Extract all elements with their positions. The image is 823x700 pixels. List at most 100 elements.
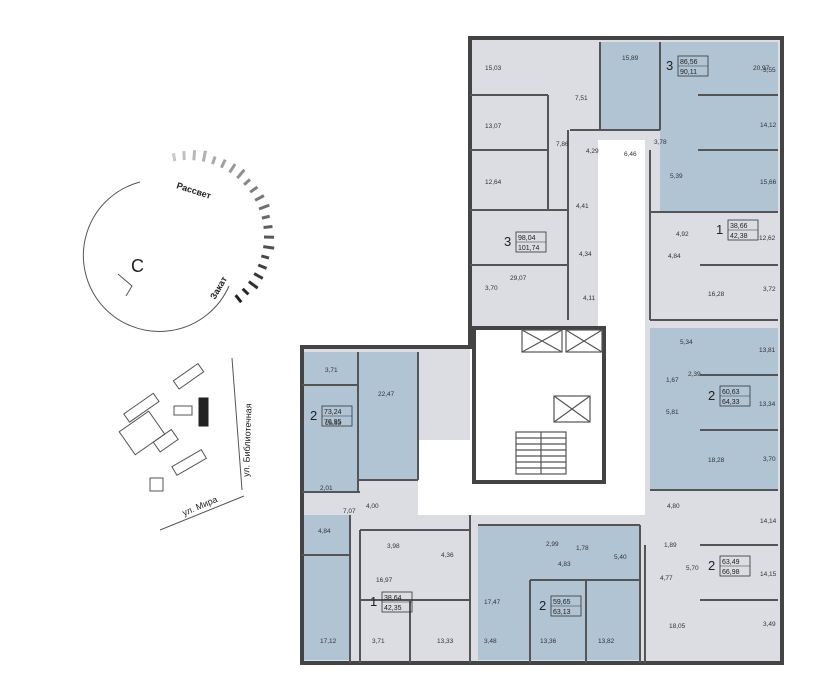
sun-tick [253, 272, 264, 280]
interior-walls [302, 42, 778, 663]
apartment-label: 2 59,65 63,13 [539, 595, 582, 617]
core-details [515, 329, 603, 475]
room-area-label: 13,34 [759, 401, 776, 408]
room-area-label: 3,78 [654, 139, 667, 146]
sun-tick [263, 245, 275, 250]
apt-blue-e [302, 352, 358, 492]
apartment-area-living: 98,04 [518, 235, 536, 242]
sun-tick [192, 150, 197, 161]
room-area-label: 4,41 [576, 203, 589, 210]
room-area-label: 1,67 [666, 377, 679, 384]
apartment-area-total: 76,95 [324, 419, 342, 426]
apartment-area-living: 73,24 [324, 409, 342, 416]
building-2 [123, 392, 160, 423]
room-area-label: 4,83 [558, 561, 571, 568]
room-area-label: 3,71 [372, 638, 385, 645]
room-area-label: 14,15 [760, 571, 777, 578]
room-area-label: 7,07 [343, 508, 356, 515]
room-area-label: 4,34 [579, 251, 592, 258]
room-area-label: 3,55 [763, 67, 776, 74]
room-area-label: 12,64 [485, 179, 502, 186]
room-area-label: 3,70 [763, 456, 776, 463]
room-area-label: 18,05 [669, 623, 686, 630]
building-1 [172, 362, 205, 390]
sunset-label: Закат [208, 274, 229, 301]
sunrise-label: Рассвет [175, 180, 213, 201]
room-area-label: 4,00 [366, 503, 379, 510]
apt-blue-g [478, 525, 640, 660]
apt-blue-a [600, 42, 660, 130]
stair-elevator-core [472, 326, 606, 484]
north-pointer [117, 273, 133, 297]
apartment-area-total: 63,13 [553, 609, 571, 616]
room-area-label: 4,92 [676, 231, 689, 238]
sun-tick [247, 280, 259, 290]
compass-arc [82, 181, 230, 332]
building-5 [173, 405, 193, 416]
room-area-label: 4,11 [583, 295, 596, 302]
current-building [198, 397, 209, 427]
apartment-area-living: 59,65 [553, 599, 571, 606]
room-area-label: 2,99 [546, 541, 559, 548]
apartment-rooms: 1 [716, 222, 723, 237]
room-area-label: 22,47 [378, 391, 395, 398]
room-area-label: 5,40 [614, 554, 627, 561]
sun-tick [243, 178, 252, 186]
building [300, 36, 784, 665]
room-area-label: 4,29 [586, 148, 599, 155]
room-area-label: 13,36 [540, 638, 557, 645]
room-area-label: 17,47 [484, 599, 501, 606]
room-area-label: 13,81 [759, 347, 776, 354]
building-4 [152, 428, 179, 453]
sun-tick [249, 185, 259, 194]
sun-tick [260, 254, 270, 260]
sun-tick [201, 150, 207, 162]
apartment-rooms: 2 [708, 388, 715, 403]
apartment-area-total: 90,11 [680, 69, 697, 76]
building-7 [149, 477, 164, 492]
street-line-bibliotechnaya [231, 357, 243, 491]
apt-blue-b [660, 42, 778, 212]
apartment-area-total: 42,35 [384, 605, 402, 612]
apt-blue-f [302, 515, 350, 660]
room-area-label: 1,89 [664, 542, 677, 549]
room-area-label: 13,07 [485, 123, 502, 130]
sun-tick [263, 225, 273, 230]
room-area-label: 4,84 [318, 528, 331, 535]
elevator-1 [521, 329, 563, 353]
sun-tick [254, 194, 265, 202]
sun-tick [236, 168, 246, 180]
room-area-label: 3,49 [763, 621, 776, 628]
room-area-label: 15,89 [622, 55, 639, 62]
room-area-label: 17,12 [320, 638, 337, 645]
room-area-label: 6,46 [624, 151, 637, 158]
apartment-rooms: 1 [370, 594, 377, 609]
room-area-label: 4,84 [668, 253, 681, 260]
room-area-label: 15,66 [760, 179, 777, 186]
site-map [118, 357, 245, 531]
elevator-3 [553, 395, 591, 423]
apartment-area-living: 60,63 [722, 389, 740, 396]
room-area-label: 2,01 [320, 485, 333, 492]
room-area-label: 4,77 [660, 575, 673, 582]
room-area-label: 7,51 [575, 95, 588, 102]
room-area-label: 16,97 [376, 577, 393, 584]
apartment-area-total: 42,38 [730, 233, 748, 240]
sun-tick [234, 294, 243, 304]
apartment-rooms: 2 [539, 598, 546, 613]
room-area-label: 18,28 [708, 457, 725, 464]
room-area-label: 3,72 [763, 286, 776, 293]
room-area-label: 2,39 [688, 371, 701, 378]
apartment-area-living: 86,56 [680, 59, 698, 66]
street-line-mira [159, 495, 245, 531]
apartment-area-total: 101,74 [518, 245, 540, 252]
apt-blue-c [650, 328, 778, 490]
room-area-label: 3,70 [485, 285, 498, 292]
sun-ticks [171, 150, 275, 304]
